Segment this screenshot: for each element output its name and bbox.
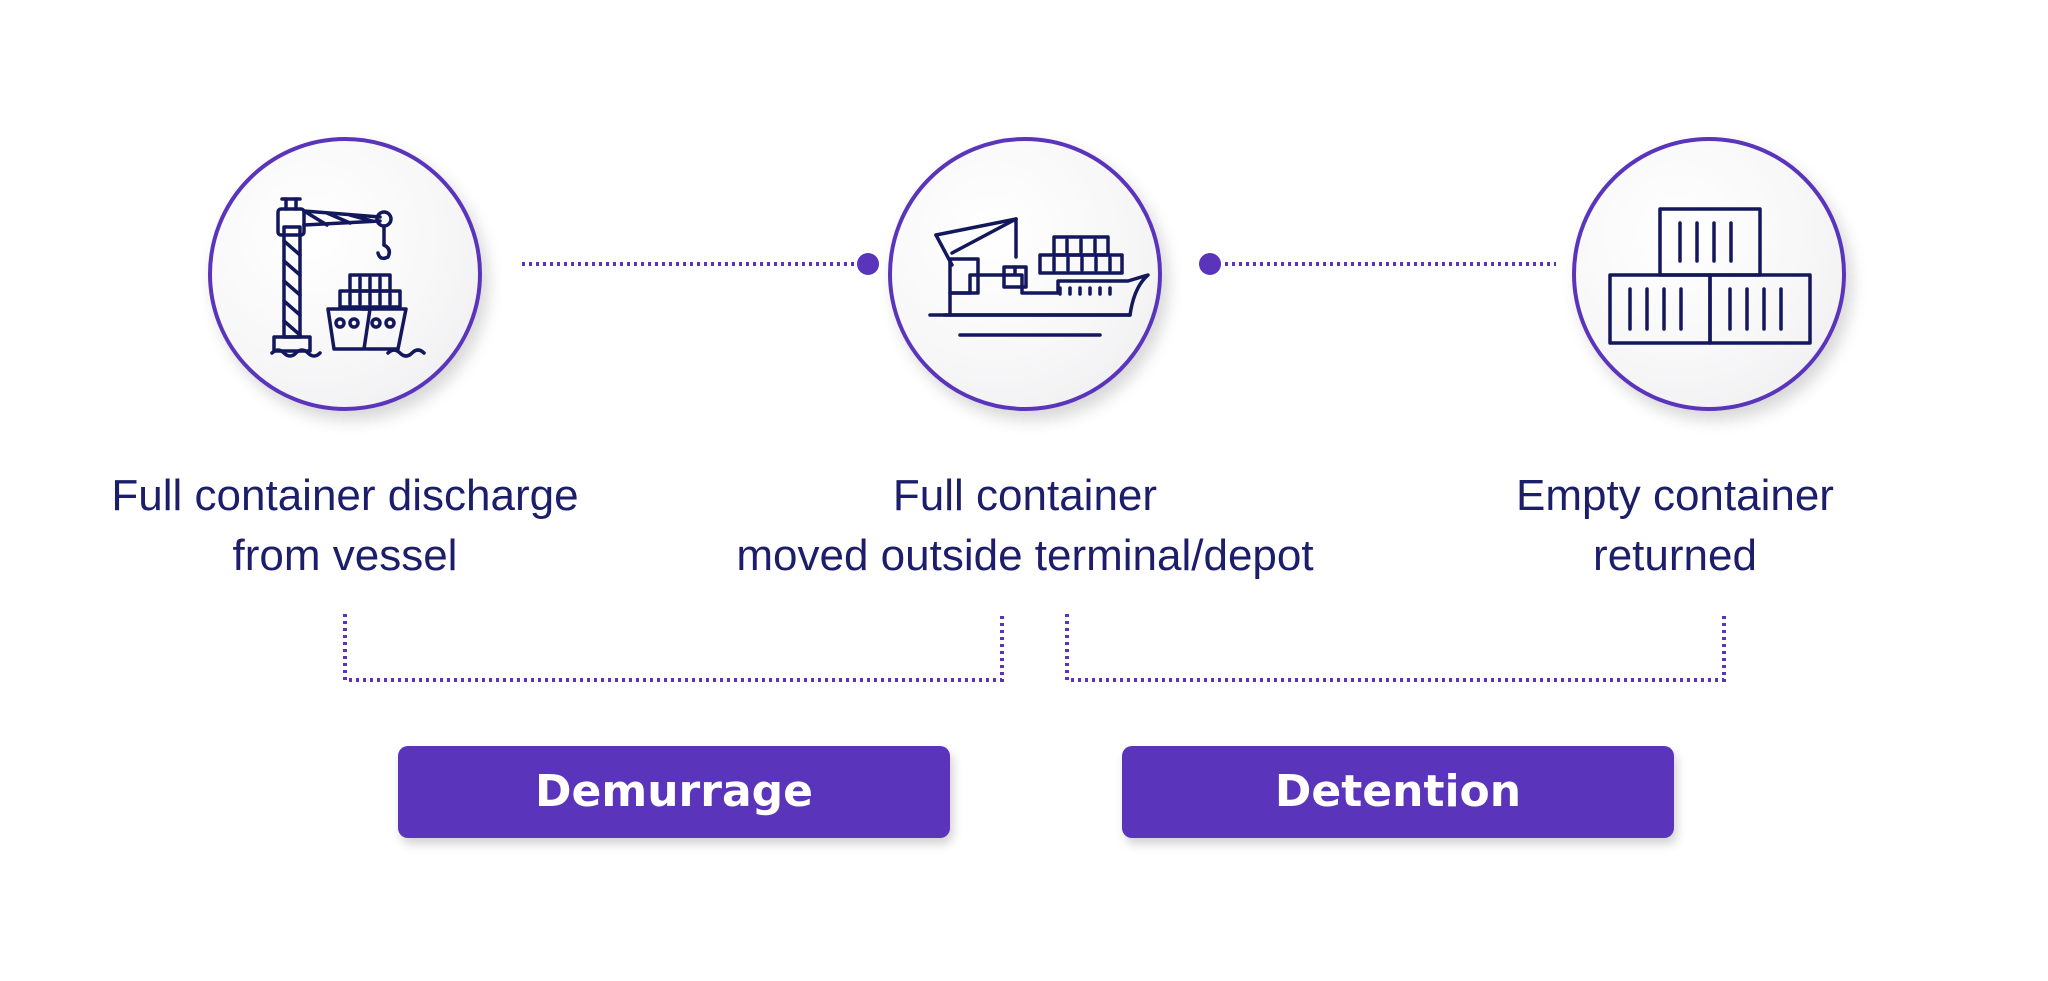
stacked-containers-icon [1608, 207, 1812, 345]
step-3-label-line-2: returned [1593, 531, 1757, 580]
crane-ship-icon [270, 197, 426, 358]
step-2-label: Full container moved outside terminal/de… [725, 466, 1325, 586]
connector-dot-1 [857, 253, 879, 275]
step-1-label-line-2: from vessel [232, 531, 458, 580]
detention-button: Detention [1122, 746, 1674, 838]
step-3-label: Empty container returned [1375, 466, 1975, 586]
step-3-circle [1572, 137, 1846, 411]
demurrage-bracket [343, 614, 1004, 682]
step-1-circle [208, 137, 482, 411]
step-3-label-line-1: Empty container [1516, 471, 1834, 520]
detention-bracket [1065, 614, 1726, 682]
cargo-ship-icon [928, 217, 1150, 337]
demurrage-button: Demurrage [398, 746, 950, 838]
step-1-label-line-1: Full container discharge [111, 471, 579, 520]
step-2-label-line-1: Full container [892, 471, 1158, 520]
connector-dot-2 [1199, 253, 1221, 275]
step-2-label-line-2: moved outside terminal/depot [736, 531, 1314, 580]
step-1-label: Full container discharge from vessel [45, 466, 645, 586]
step-2-circle [888, 137, 1162, 411]
